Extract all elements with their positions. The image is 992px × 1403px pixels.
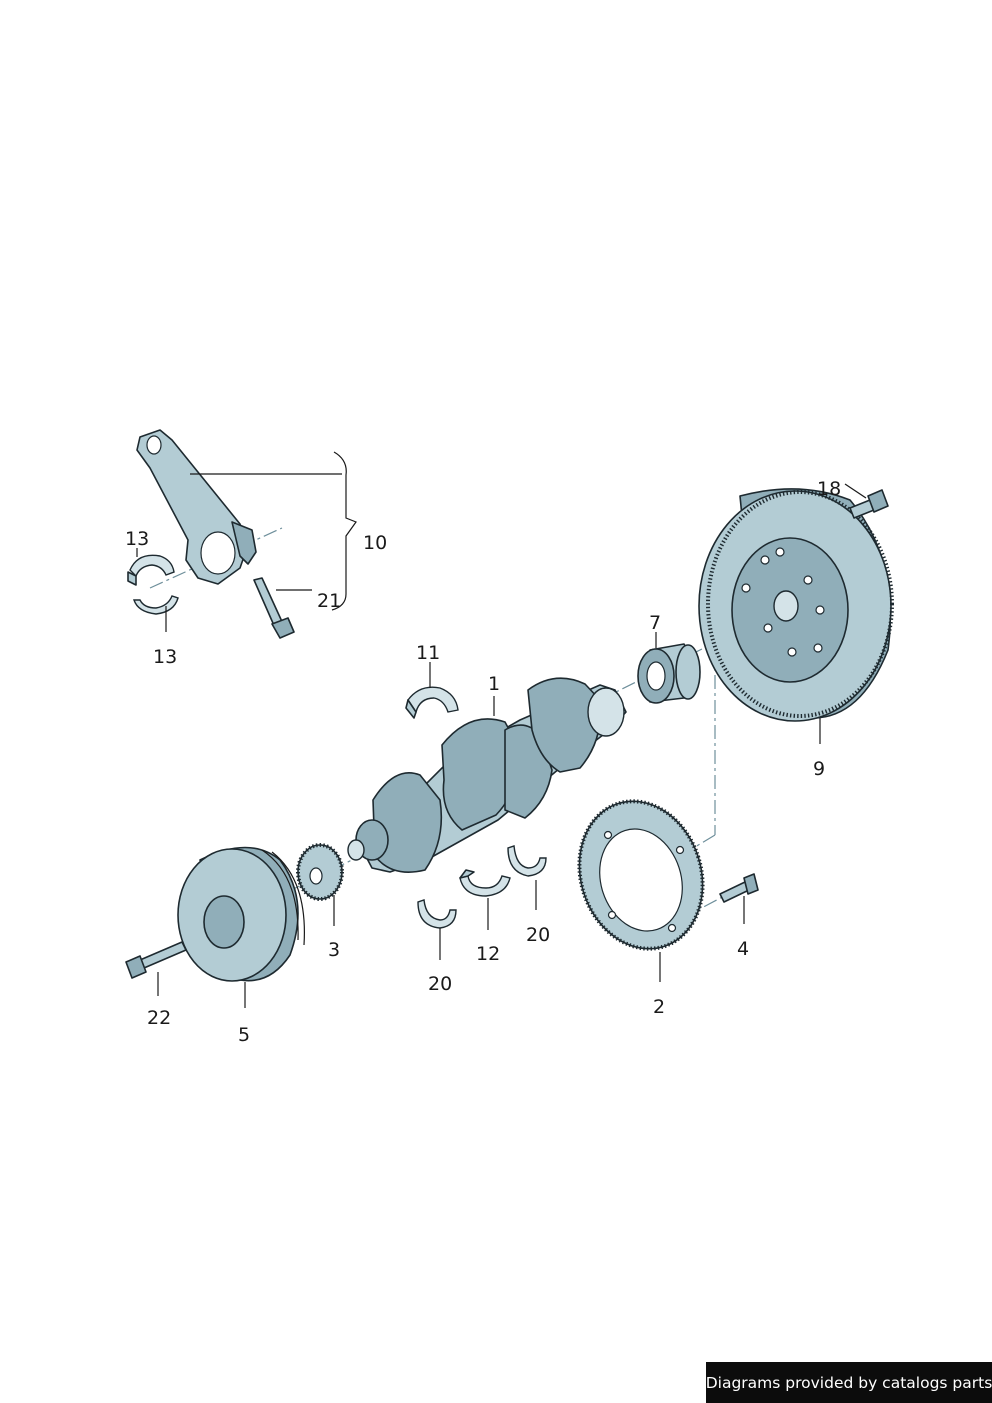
label-part-22: 22: [147, 1007, 171, 1029]
flywheel[interactable]: [698, 488, 894, 722]
drive-plate-bolt[interactable]: [719, 873, 759, 903]
label-part-13-top: 13: [125, 528, 149, 550]
label-part-20-right: 20: [526, 924, 550, 946]
label-part-18: 18: [817, 478, 841, 500]
label-part-4: 4: [737, 938, 749, 960]
label-part-3: 3: [328, 939, 340, 961]
label-part-9: 9: [813, 758, 825, 780]
rod-bearing-shells[interactable]: [127, 554, 179, 615]
vibration-damper-pulley[interactable]: [177, 846, 305, 982]
pilot-bearing[interactable]: [637, 643, 701, 704]
main-bearing-shell-lower[interactable]: [459, 869, 511, 897]
label-part-20-left: 20: [428, 973, 452, 995]
leader-lines: [136, 451, 867, 1008]
thrust-washer-upper[interactable]: [507, 845, 547, 877]
label-part-2: 2: [653, 996, 665, 1018]
main-bearing-shell-upper[interactable]: [405, 686, 459, 719]
drive-plate-ring-gear[interactable]: [561, 785, 721, 965]
rod-bolt[interactable]: [253, 577, 295, 639]
label-part-21: 21: [317, 590, 341, 612]
label-part-10: 10: [363, 532, 387, 554]
label-part-7: 7: [649, 612, 661, 634]
flywheel-bolt[interactable]: [849, 489, 889, 519]
thrust-washer-lower[interactable]: [417, 899, 457, 929]
pulley-bolt[interactable]: [125, 941, 187, 979]
crankshaft[interactable]: [347, 677, 627, 873]
label-part-13-bottom: 13: [153, 646, 177, 668]
label-part-5: 5: [238, 1024, 250, 1046]
connecting-rod[interactable]: [136, 429, 257, 585]
credit-badge: Diagrams provided by catalogs parts: [706, 1362, 992, 1403]
label-part-1: 1: [488, 673, 500, 695]
label-part-12: 12: [476, 943, 500, 965]
label-part-11: 11: [416, 642, 440, 664]
callout-labels: 1 2 3 4 5 7 9 10 11 12 13 13 18 20 20 21…: [125, 478, 841, 1046]
crankshaft-sprocket[interactable]: [296, 843, 344, 901]
